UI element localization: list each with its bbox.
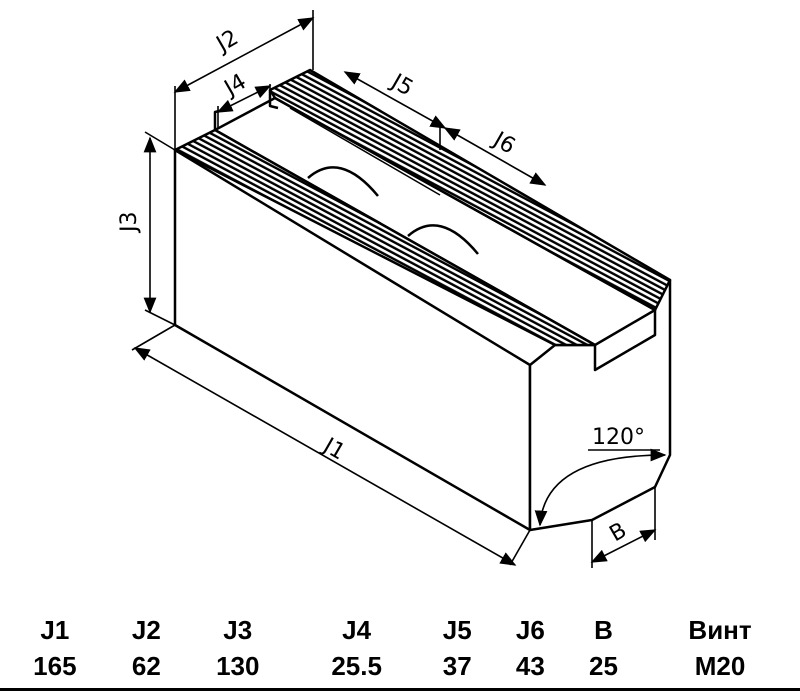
dimensions-table: J1 J2 J3 J4 J5 J6 B Винт 165 62 130 25.5…	[0, 612, 800, 684]
value-screw: M20	[694, 650, 746, 681]
value-j5: 37	[442, 650, 472, 681]
header-j5: J5	[442, 614, 472, 645]
table-row: 165 62 130 25.5 37 43 25 M20	[0, 648, 800, 684]
value-j4: 25.5	[331, 650, 382, 681]
label-j3: J3	[117, 212, 142, 235]
label-j2: J2	[211, 25, 243, 58]
bolt-hole-1	[307, 166, 379, 197]
value-j6: 43	[515, 650, 545, 681]
header-screw: Винт	[688, 614, 752, 645]
value-j2: 62	[131, 650, 161, 681]
header-j6: J6	[515, 614, 545, 645]
front-knurl	[173, 128, 597, 347]
header-b: B	[594, 614, 613, 645]
label-j1: J1	[317, 433, 349, 466]
header-j3: J3	[223, 614, 253, 645]
table-bottom-rule	[0, 688, 800, 691]
header-j2: J2	[131, 614, 161, 645]
table-header-row: J1 J2 J3 J4 J5 J6 B Винт	[0, 612, 800, 648]
label-b: B	[606, 518, 632, 547]
header-j1: J1	[40, 614, 70, 645]
label-angle: 120°	[592, 425, 645, 450]
value-j1: 165	[33, 650, 77, 681]
value-b: 25	[589, 650, 618, 681]
header-j4: J4	[342, 614, 372, 645]
bolt-hole-2	[407, 224, 479, 255]
value-j3: 130	[216, 650, 260, 681]
soft-jaw-drawing: J1 J2 J3 J4 J5 J6 120° B	[117, 10, 672, 568]
